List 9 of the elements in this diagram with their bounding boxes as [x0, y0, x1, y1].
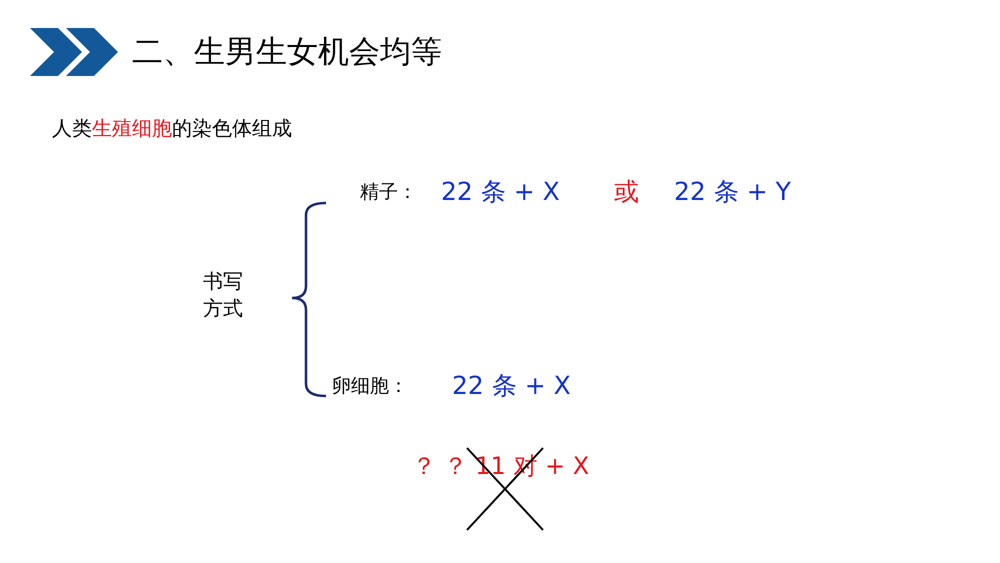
subtitle: 人类生殖细胞的染色体组成	[52, 116, 292, 140]
formula-text: 22 条 + Y	[674, 177, 791, 207]
slide-title: 二、生男生女机会均等	[132, 34, 442, 72]
brace-label: 书写方式	[203, 268, 244, 322]
formula-text: 22 条 + X	[452, 371, 571, 401]
formula-text: 22 条 + X	[441, 177, 560, 207]
term-label: 卵细胞：	[332, 375, 408, 398]
term-label: 精子：	[360, 181, 417, 204]
conjunction-text: 或	[614, 177, 639, 207]
